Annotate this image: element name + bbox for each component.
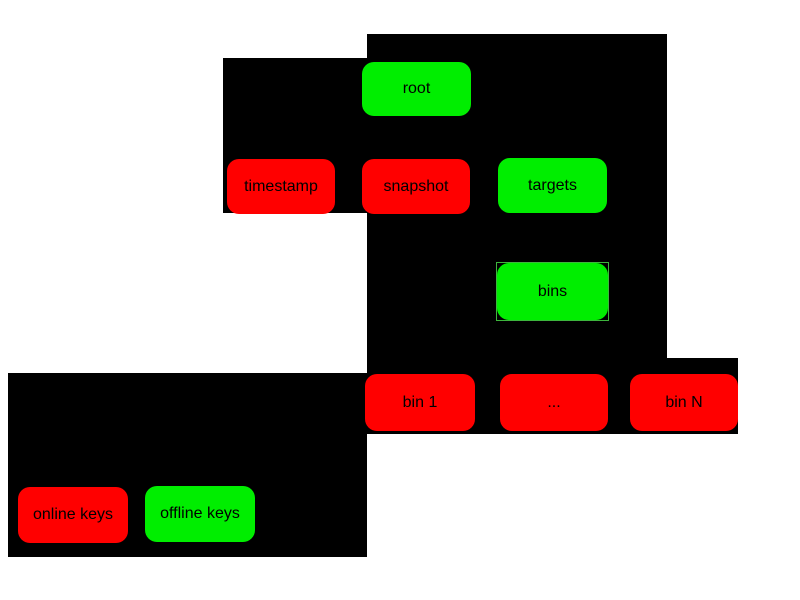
node-bin-n: bin N [630, 374, 738, 431]
node-snapshot: snapshot [362, 159, 470, 214]
node-targets: targets [498, 158, 607, 213]
node-bin-ellipsis: ... [500, 374, 608, 431]
node-root: root [362, 62, 471, 116]
node-bin-1: bin 1 [365, 374, 475, 431]
node-timestamp: timestamp [227, 159, 335, 214]
node-offline-keys: offline keys [145, 486, 255, 542]
node-online-keys: online keys [18, 487, 128, 543]
node-bins: bins [496, 262, 609, 321]
